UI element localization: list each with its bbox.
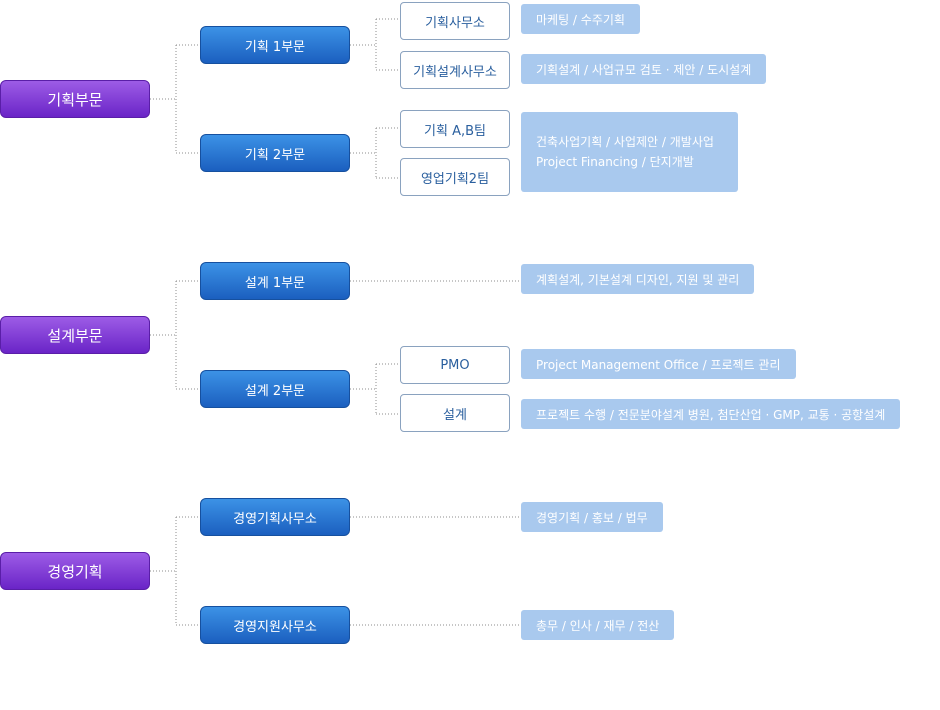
division-design[interactable]: 설계부문 xyxy=(0,316,150,354)
description-planning-2: 건축사업기획 / 사업제안 / 개발사업 Project Financing /… xyxy=(521,112,738,192)
dept-planning-2[interactable]: 기획 2부문 xyxy=(200,134,350,172)
description-planning-design-office: 기획설계 / 사업규모 검토 · 제안 / 도시설계 xyxy=(521,54,767,84)
office-planning[interactable]: 기획사무소 xyxy=(400,2,510,40)
description-management-planning: 경영기획 / 홍보 / 법무 xyxy=(521,502,663,532)
office-pmo[interactable]: PMO xyxy=(400,346,510,384)
dept-design-1[interactable]: 설계 1부문 xyxy=(200,262,350,300)
dept-planning-1[interactable]: 기획 1부문 xyxy=(200,26,350,64)
description-design-1: 계획설계, 기본설계 디자인, 지원 및 관리 xyxy=(521,264,755,294)
description-line: Project Financing / 단지개발 xyxy=(536,155,694,169)
description-management-support: 총무 / 인사 / 재무 / 전산 xyxy=(521,610,675,640)
description-line: 건축사업기획 / 사업제안 / 개발사업 xyxy=(536,135,714,149)
description-pmo: Project Management Office / 프로젝트 관리 xyxy=(521,349,796,379)
dept-management-support-office[interactable]: 경영지원사무소 xyxy=(200,606,350,644)
description-design: 프로젝트 수행 / 전문분야설계 병원, 첨단산업 · GMP, 교통 · 공항… xyxy=(521,399,901,429)
division-management[interactable]: 경영기획 xyxy=(0,552,150,590)
office-sales-planning-2-team[interactable]: 영업기획2팀 xyxy=(400,158,510,196)
division-planning[interactable]: 기획부문 xyxy=(0,80,150,118)
office-planning-ab-team[interactable]: 기획 A,B팀 xyxy=(400,110,510,148)
description-planning-office: 마케팅 / 수주기획 xyxy=(521,4,640,34)
office-design[interactable]: 설계 xyxy=(400,394,510,432)
dept-management-planning-office[interactable]: 경영기획사무소 xyxy=(200,498,350,536)
office-planning-design[interactable]: 기획설계사무소 xyxy=(400,51,510,89)
dept-design-2[interactable]: 설계 2부문 xyxy=(200,370,350,408)
